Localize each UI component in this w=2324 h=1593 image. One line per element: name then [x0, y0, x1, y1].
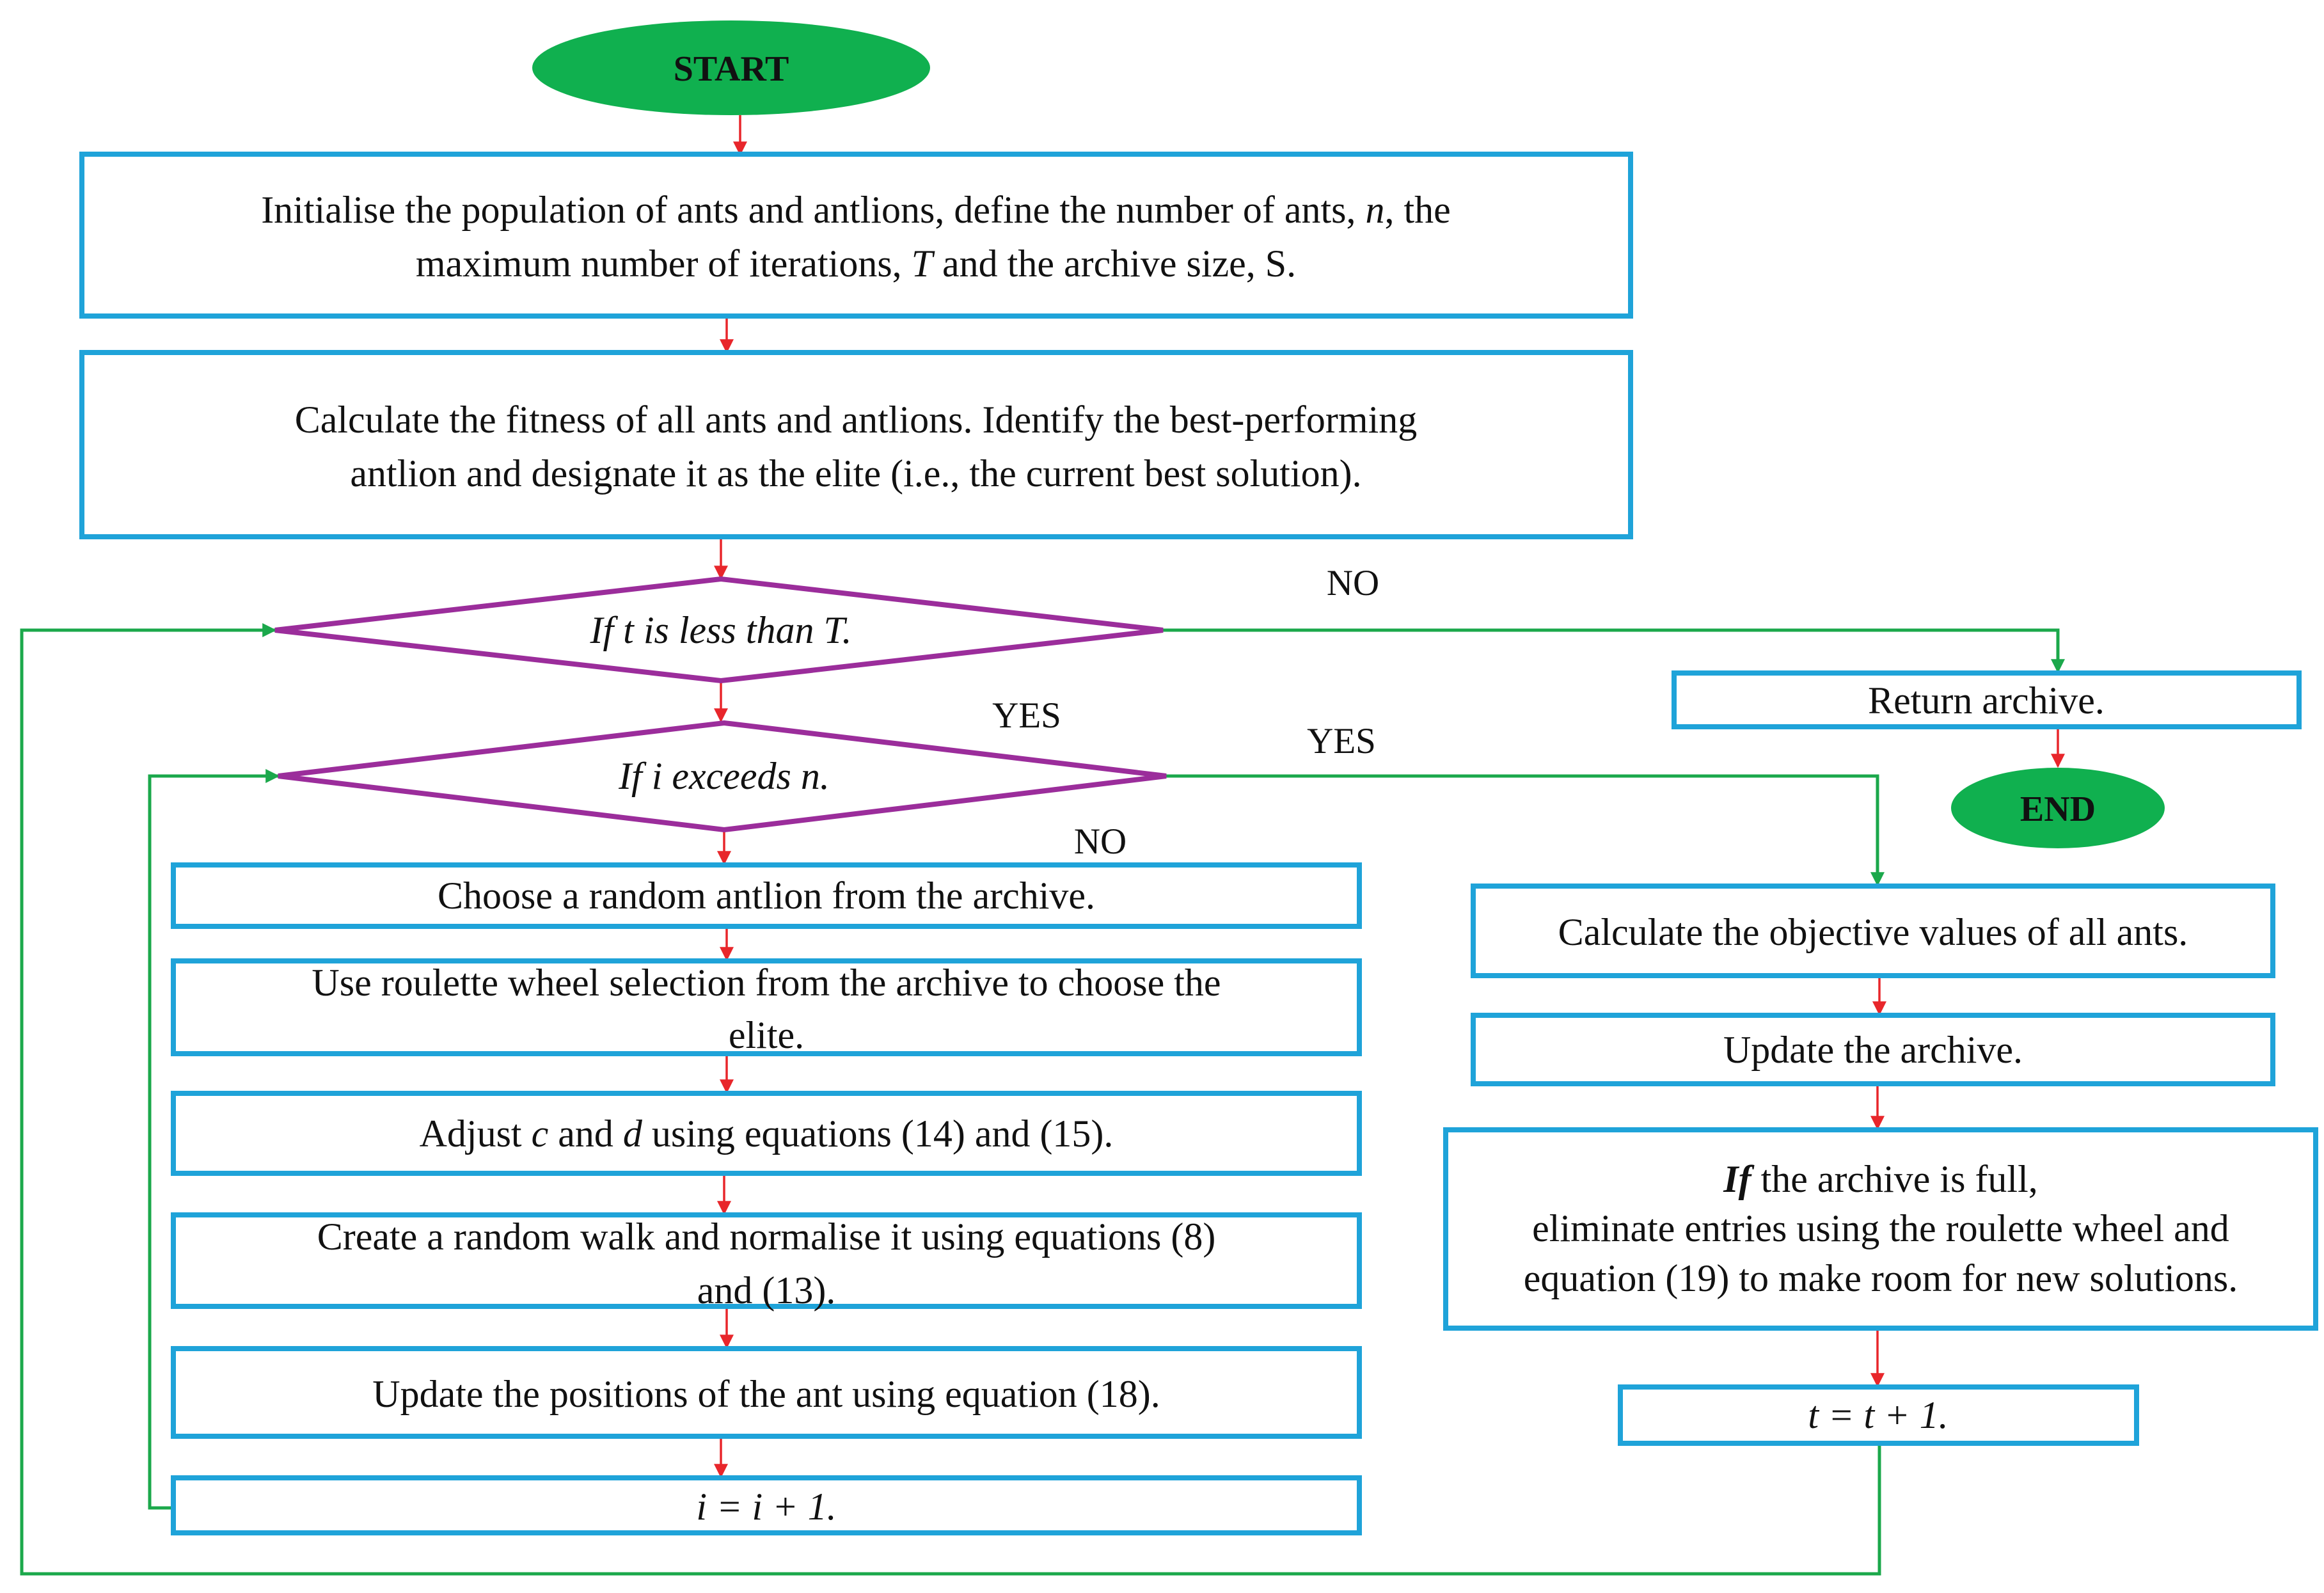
random-walk-line-1: Create a random walk and normalise it us…	[317, 1216, 1216, 1258]
roulette-line-1: Use roulette wheel selection from the ar…	[312, 962, 1221, 1004]
i-increment-text: i = i + 1.	[696, 1486, 836, 1528]
arrow-t-loop-back	[20, 623, 1881, 1576]
update-positions-text: Update the positions of the ant using eq…	[372, 1373, 1160, 1415]
decision-t-less-than-T: If t is less than T.	[274, 576, 1164, 684]
start-label: START	[674, 49, 789, 89]
end-label: END	[2020, 789, 2096, 829]
update-archive-box: Update the archive.	[1471, 1013, 2275, 1086]
roulette-line-2: elite.	[729, 1014, 804, 1056]
label-no-t: NO	[1327, 563, 1379, 603]
arrow-yes-to-objective	[1166, 774, 1885, 887]
loop-arrows	[20, 623, 2065, 1576]
end-terminal: END	[1951, 768, 2165, 848]
arrow-i-loop-back	[148, 769, 280, 1510]
archive-full-line-3: equation (19) to make room for new solut…	[1524, 1257, 2238, 1299]
update-positions-box: Update the positions of the ant using eq…	[171, 1346, 1362, 1439]
arrow-no-to-return-archive	[1163, 628, 2065, 674]
return-archive-box: Return archive.	[1672, 670, 2302, 729]
return-archive-text: Return archive.	[1868, 679, 2105, 722]
random-walk-line-2: and (13).	[697, 1269, 836, 1312]
cond-t-text: If t is less than T.	[590, 609, 852, 651]
start-terminal: START	[532, 20, 930, 115]
adjust-box: Adjust c and d using equations (14) and …	[171, 1091, 1362, 1176]
fitness-line-2: antlion and designate it as the elite (i…	[350, 452, 1361, 495]
t-increment-box: t = t + 1.	[1618, 1384, 2139, 1446]
i-increment-box: i = i + 1.	[171, 1475, 1362, 1535]
archive-full-line-1: If the archive is full,	[1723, 1158, 2038, 1200]
objective-box: Calculate the objective values of all an…	[1471, 884, 2275, 978]
update-archive-text: Update the archive.	[1723, 1029, 2023, 1071]
roulette-box: Use roulette wheel selection from the ar…	[171, 958, 1362, 1056]
archive-full-line-2: eliminate entries using the roulette whe…	[1532, 1207, 2229, 1249]
random-walk-box: Create a random walk and normalise it us…	[171, 1212, 1362, 1312]
archive-full-box: If the archive is full, eliminate entrie…	[1443, 1127, 2318, 1331]
cond-i-text: If i exceeds n.	[618, 755, 830, 797]
fitness-box: Calculate the fitness of all ants and an…	[79, 350, 1633, 539]
t-increment-text: t = t + 1.	[1808, 1394, 1948, 1436]
decision-i-exceeds-n: If i exceeds n.	[278, 720, 1167, 833]
flow-arrows	[714, 115, 2065, 1478]
label-yes-i: YES	[1307, 721, 1376, 761]
choose-antlion-box: Choose a random antlion from the archive…	[171, 862, 1362, 929]
init-line-2: maximum number of iterations, T and the …	[416, 242, 1296, 285]
adjust-text: Adjust c and d using equations (14) and …	[420, 1113, 1114, 1155]
init-line-1: Initialise the population of ants and an…	[261, 189, 1451, 231]
fitness-line-1: Calculate the fitness of all ants and an…	[295, 399, 1418, 441]
objective-text: Calculate the objective values of all an…	[1558, 911, 2188, 953]
label-no-i: NO	[1074, 821, 1126, 862]
label-yes-t: YES	[992, 695, 1061, 736]
choose-antlion-text: Choose a random antlion from the archive…	[438, 875, 1095, 917]
init-box: Initialise the population of ants and an…	[79, 152, 1633, 319]
